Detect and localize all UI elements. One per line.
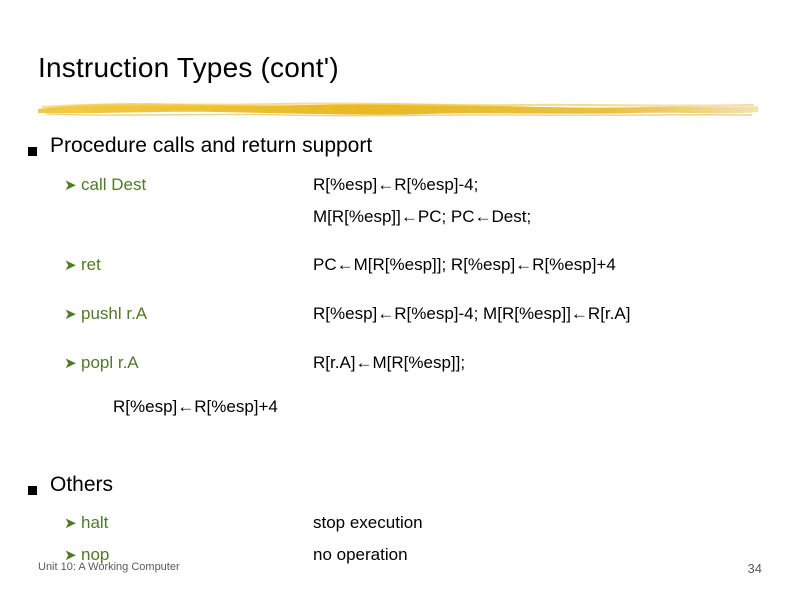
instruction-label: ret — [81, 255, 101, 274]
footer-unit-label: Unit 10: A Working Computer — [38, 561, 180, 573]
page-title: Instruction Types (cont') — [38, 52, 339, 83]
instruction-label: halt — [81, 513, 109, 532]
section-heading-procedure-calls: Procedure calls and return support — [28, 133, 372, 159]
instruction-semantics-line: R[%esp]←R[%esp]-4; — [313, 175, 479, 194]
list-item-ret: ➤ ret — [64, 255, 101, 275]
section-heading-label: Procedure calls and return support — [50, 134, 373, 157]
instruction-semantics-line: M[R[%esp]]←PC; PC←Dest; — [313, 207, 532, 226]
arrow-bullet-icon: ➤ — [64, 546, 77, 564]
instruction-label: nop — [81, 545, 110, 564]
instruction-semantics-line: R[%esp]←R[%esp]-4; M[R[%esp]]←R[r.A] — [313, 304, 631, 323]
instruction-semantics-continuation: R[%esp]←R[%esp]+4 — [113, 397, 278, 416]
list-item-call-dest: ➤ call Dest — [64, 175, 146, 195]
list-item-nop: ➤ nop — [64, 545, 109, 565]
list-item-popl: ➤ popl r.A — [64, 353, 139, 373]
instruction-semantics-line: no operation — [313, 545, 408, 564]
arrow-bullet-icon: ➤ — [64, 354, 77, 372]
square-bullet-icon — [28, 133, 50, 159]
list-item-pushl: ➤ pushl r.A — [64, 304, 147, 324]
list-item-halt: ➤ halt — [64, 513, 108, 533]
instruction-label: call Dest — [81, 175, 147, 194]
square-bullet-icon — [28, 472, 50, 498]
instruction-label: pushl r.A — [81, 304, 148, 323]
arrow-bullet-icon: ➤ — [64, 305, 77, 323]
instruction-semantics-line: R[r.A]←M[R[%esp]]; — [313, 353, 466, 372]
instruction-semantics-line: PC←M[R[%esp]]; R[%esp]←R[%esp]+4 — [313, 255, 616, 274]
arrow-bullet-icon: ➤ — [64, 514, 77, 532]
arrow-bullet-icon: ➤ — [64, 176, 77, 194]
arrow-bullet-icon: ➤ — [64, 256, 77, 274]
footer-page-number: 34 — [747, 561, 762, 576]
instruction-semantics-line: stop execution — [313, 513, 423, 532]
title-underline-decoration — [36, 98, 760, 120]
instruction-label: popl r.A — [81, 353, 139, 372]
section-heading-others: Others — [28, 472, 113, 498]
section-heading-label: Others — [50, 473, 114, 496]
